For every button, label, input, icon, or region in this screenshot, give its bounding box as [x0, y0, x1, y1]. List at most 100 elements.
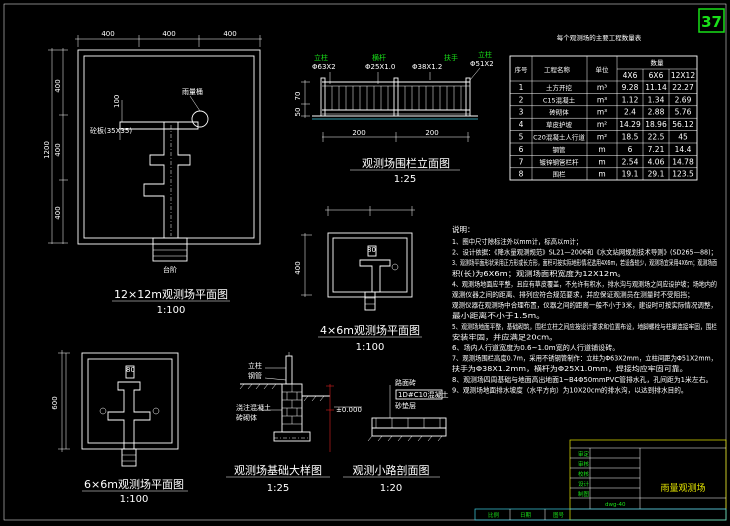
table-cell: 123.5	[672, 170, 694, 179]
dim-top-2: 400	[162, 30, 175, 38]
fence-label-post: 立柱	[314, 53, 328, 62]
table-cell: 镀锌钢管栏杆	[540, 157, 580, 166]
path-label-sand: 砂垫层	[395, 401, 416, 410]
fence-elevation: 立柱 Φ63X2 横杆 Φ25X1.0 扶手 Φ38X1.2 立柱 Φ51X2	[294, 50, 494, 185]
plan-12x12-scale: 1:100	[157, 305, 186, 316]
table-cell: 4	[519, 120, 524, 129]
title-block: 审定 审核 校核 设计 制图 雨量观测场 dwg-40 比例 日期 图号	[474, 439, 727, 521]
table-cell: m²	[597, 133, 607, 142]
path-scale: 1:20	[380, 483, 402, 494]
tb-bottom-1: 比例	[488, 511, 500, 519]
fence-dim-bottom-1: 200	[352, 129, 365, 137]
table-cell: 砖砌体	[549, 108, 569, 117]
note-line: 1、图中尺寸除标注外以mm计，标高以m计；	[452, 237, 582, 246]
table-cell: m³	[597, 95, 607, 104]
table-cell: 3	[519, 108, 524, 117]
note-line: 观测仪器在观测场中合理布置，仪器之间的距离一般不小于3米，建设时可按实际情况调整…	[452, 301, 717, 310]
tb-bottom-3: 图号	[553, 511, 565, 519]
table-cell: 18.5	[622, 133, 639, 142]
table-cell: 18.96	[645, 120, 667, 129]
foundation-label-post: 立柱	[248, 361, 262, 370]
table-cell: 14.4	[675, 145, 692, 154]
plan-6x6: 600 80 6×6m观测场平面图 1:100	[51, 350, 188, 505]
fence-dim-70: 70	[294, 92, 302, 101]
table-cell: 2.69	[675, 95, 692, 104]
table-header-name: 工程名称	[544, 65, 571, 74]
note-line: 8、观测场四周基础与地面高出地面1~B4Φ50mmPVC管排水孔，孔间距为1米左…	[452, 375, 712, 384]
table-cell: 2	[519, 95, 524, 104]
plan-6x6-dim-left: 600	[51, 396, 59, 409]
table-cell: 7	[519, 157, 524, 166]
dim-left-2: 400	[54, 143, 62, 156]
table-cell: 29.1	[648, 170, 665, 179]
plan-4x6: 400 80 4×6m观测场平面图 1:100	[294, 206, 422, 353]
plan-6x6-title: 6×6m观测场平面图	[84, 477, 184, 491]
table-cell: 1.12	[622, 95, 639, 104]
plan-12x12-title: 12×12m观测场平面图	[114, 287, 228, 301]
fence-label-handrail-spec: Φ38X1.2	[412, 63, 442, 71]
table-cell: 8	[519, 170, 524, 179]
table-cell: 5.76	[675, 108, 692, 117]
note-line: 最小距离不小于1.5m。	[452, 311, 545, 320]
table-size-12x12: 12X12	[671, 71, 695, 80]
table-cell: 4.06	[648, 157, 665, 166]
table-cell: m	[598, 145, 605, 154]
fence-title: 观测场围栏立面图	[362, 156, 450, 170]
table-cell: 2.54	[622, 157, 639, 166]
fence-label-post2-spec: Φ51X2	[470, 60, 494, 68]
table-cell: 2.4	[624, 108, 636, 117]
table-cell: 6	[519, 145, 524, 154]
dim-top-3: 400	[223, 30, 236, 38]
note-line: 2、设计依据：《降水量观测规范》SL21—2006和《水文站网规划技术导则》(S…	[452, 248, 717, 257]
tb-row-2: 审核	[578, 460, 590, 468]
note-line: 4、观测场地面应平整，且应有草皮覆盖，不允许有积水，排水沟与观测场之间应设护坡；…	[452, 279, 717, 288]
tb-drawing-no: dwg-40	[605, 502, 626, 508]
sheet-number-box: 37	[698, 8, 725, 33]
tb-project-title: 雨量观测场	[660, 483, 705, 494]
fence-label-rail: 横杆	[372, 53, 386, 62]
table-size-4x6: 4X6	[623, 71, 638, 80]
note-line: 3、观测场平面形状采用正方形或长方形，面积可按实际地形情况选用4X6m，若设备较…	[452, 258, 717, 267]
plan-6x6-scale: 1:100	[120, 494, 149, 505]
dim-left-total: 1200	[43, 141, 51, 159]
table-cell: 5	[519, 133, 524, 142]
notes-heading: 说明：	[452, 224, 475, 234]
note-line: 扶手为Φ38X1.2mm，横杆为Φ25X1.0mm，焊接均应牢固可靠。	[452, 364, 688, 373]
table-header-no: 序号	[515, 65, 529, 74]
table-cell: 1.34	[648, 95, 665, 104]
dim-inner: 100	[113, 95, 121, 108]
table-cell: 9.28	[622, 83, 639, 92]
path-label-brick: 路面砖	[395, 378, 416, 387]
table-cell: 6	[628, 145, 633, 154]
table-header-unit: 单位	[596, 65, 610, 74]
table-cell: m²	[597, 120, 607, 129]
plan-4x6-title: 4×6m观测场平面图	[320, 323, 420, 337]
notes-lines: 1、图中尺寸除标注外以mm计，标高以m计； 2、设计依据：《降水量观测规范》SL2…	[452, 237, 717, 394]
foundation-label-concrete: 浇注混凝土	[236, 403, 271, 412]
quantity-table: 每个观测场的主要工程数量表 序号 工程名称 单位 数量 4X6 6X6 12X1…	[509, 33, 698, 181]
table-title: 每个观测场的主要工程数量表	[557, 33, 642, 42]
fence-label-rail-spec: Φ25X1.0	[365, 63, 395, 71]
fence-dim-50: 50	[294, 108, 302, 117]
dim-top-1: 400	[101, 30, 114, 38]
table-cell: 56.12	[672, 120, 694, 129]
plan-4x6-scale: 1:100	[356, 342, 385, 353]
fence-label-post2: 立柱	[478, 50, 492, 59]
table-cell: 围栏	[553, 170, 567, 179]
note-line: 积(长)为6X6m；观测场面积宽度为12X12m。	[452, 269, 626, 278]
plan-12x12: 400 400 400 400 400 400 1200 雨量桶 砼板(35X3…	[43, 30, 262, 316]
table-size-6x6: 6X6	[649, 71, 664, 80]
steps	[152, 237, 188, 262]
tb-row-3: 校核	[578, 470, 590, 478]
fence-dim-bottom-2: 200	[425, 129, 438, 137]
foundation-scale: 1:25	[267, 483, 289, 494]
note-line: 9、观测场地面排水坡度（水平方向）为10X20cm的排水沟，以达到排水目的。	[452, 385, 688, 394]
note-line: 安装牢固，并应满足20cm。	[452, 332, 557, 341]
foundation-label-brick: 砖砌体	[236, 413, 257, 422]
table-cell: 14.78	[672, 157, 694, 166]
table-cell: 11.14	[645, 83, 667, 92]
fence-label-post-spec: Φ63X2	[312, 63, 336, 71]
path-level: ±0.000	[336, 406, 362, 414]
